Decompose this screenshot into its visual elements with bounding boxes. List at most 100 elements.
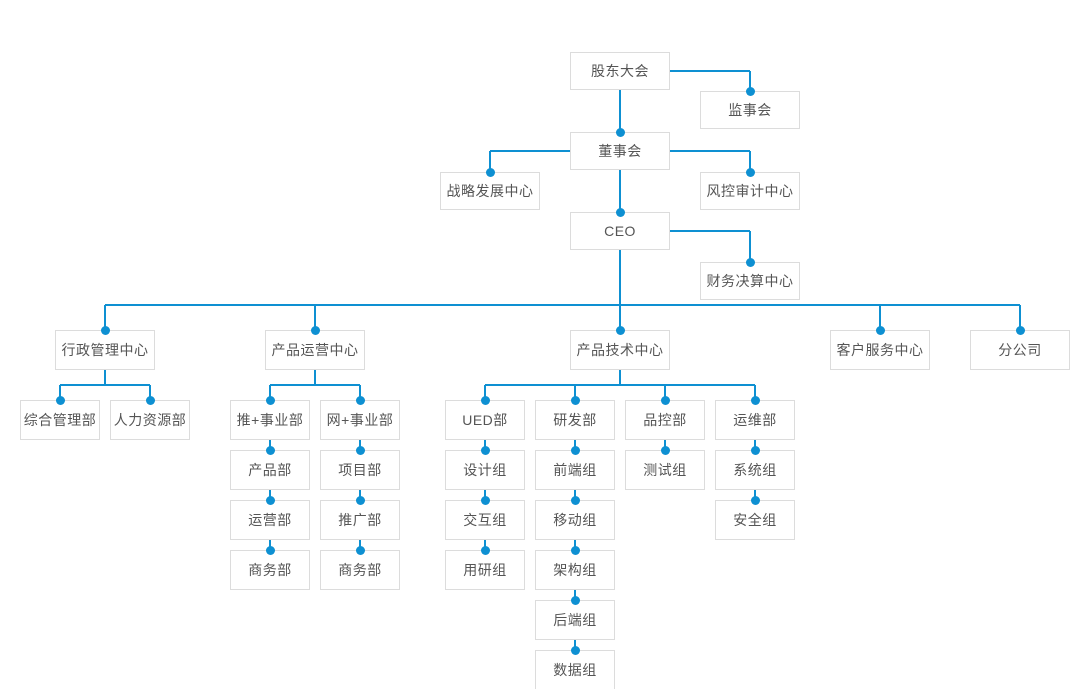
org-node-label-test-group: 测试组 <box>643 462 687 478</box>
org-node-push-bu[interactable]: 推+事业部 <box>230 400 310 440</box>
dot-business-dept-1 <box>265 545 275 555</box>
dot-research-group <box>480 545 490 555</box>
dot-design-group <box>480 445 490 455</box>
org-node-label-devops-dept: 运维部 <box>733 412 777 428</box>
org-node-label-ued-dept: UED部 <box>462 412 508 428</box>
org-node-ceo[interactable]: CEO <box>570 212 670 250</box>
org-node-promotion-dept[interactable]: 推广部 <box>320 500 400 540</box>
dot-promotion-dept <box>355 495 365 505</box>
dot-general-admin <box>55 395 65 405</box>
org-node-rd-dept[interactable]: 研发部 <box>535 400 615 440</box>
dot-operation-dept <box>265 495 275 505</box>
org-node-label-business-dept-1: 商务部 <box>248 562 292 578</box>
org-node-label-backend-group: 后端组 <box>553 612 597 628</box>
dot-qa-dept <box>660 395 670 405</box>
org-node-qa-dept[interactable]: 品控部 <box>625 400 705 440</box>
dot-data-group <box>570 645 580 655</box>
org-node-security-group[interactable]: 安全组 <box>715 500 795 540</box>
org-node-risk-audit-center[interactable]: 风控审计中心 <box>700 172 800 210</box>
org-node-label-strategy-center: 战略发展中心 <box>446 183 534 199</box>
org-node-label-interaction-group: 交互组 <box>463 512 507 528</box>
org-node-label-push-bu: 推+事业部 <box>236 412 304 428</box>
org-node-label-mobile-group: 移动组 <box>553 512 597 528</box>
dot-finance <box>745 257 755 267</box>
org-node-label-ops-center: 产品运营中心 <box>271 342 359 358</box>
org-node-ued-dept[interactable]: UED部 <box>445 400 525 440</box>
org-node-business-dept-2[interactable]: 商务部 <box>320 550 400 590</box>
dot-rd-dept <box>570 395 580 405</box>
org-node-label-board: 董事会 <box>598 143 642 159</box>
org-node-label-project-dept: 项目部 <box>338 462 382 478</box>
org-node-business-dept-1[interactable]: 商务部 <box>230 550 310 590</box>
org-node-operation-dept[interactable]: 运营部 <box>230 500 310 540</box>
org-node-service-center[interactable]: 客户服务中心 <box>830 330 930 370</box>
dot-web-bu <box>355 395 365 405</box>
dot-tech-center <box>615 325 625 335</box>
dot-architecture-group <box>570 545 580 555</box>
org-node-general-admin[interactable]: 综合管理部 <box>20 400 100 440</box>
org-node-tech-center[interactable]: 产品技术中心 <box>570 330 670 370</box>
org-node-label-shareholders: 股东大会 <box>591 63 649 79</box>
org-node-admin-center[interactable]: 行政管理中心 <box>55 330 155 370</box>
org-node-label-risk-audit-center: 风控审计中心 <box>706 183 794 199</box>
org-node-backend-group[interactable]: 后端组 <box>535 600 615 640</box>
org-node-system-group[interactable]: 系统组 <box>715 450 795 490</box>
org-node-project-dept[interactable]: 项目部 <box>320 450 400 490</box>
org-node-mobile-group[interactable]: 移动组 <box>535 500 615 540</box>
org-node-research-group[interactable]: 用研组 <box>445 550 525 590</box>
dot-security-group <box>750 495 760 505</box>
org-node-label-promotion-dept: 推广部 <box>338 512 382 528</box>
dot-service-center <box>875 325 885 335</box>
org-node-human-resources[interactable]: 人力资源部 <box>110 400 190 440</box>
org-node-label-rd-dept: 研发部 <box>553 412 597 428</box>
dot-system-group <box>750 445 760 455</box>
org-node-design-group[interactable]: 设计组 <box>445 450 525 490</box>
org-node-label-supervisors: 监事会 <box>728 102 772 118</box>
org-node-label-data-group: 数据组 <box>553 662 597 678</box>
dot-project-dept <box>355 445 365 455</box>
org-node-shareholders[interactable]: 股东大会 <box>570 52 670 90</box>
org-node-devops-dept[interactable]: 运维部 <box>715 400 795 440</box>
dot-branch-company <box>1015 325 1025 335</box>
org-node-data-group[interactable]: 数据组 <box>535 650 615 689</box>
dot-business-dept-2 <box>355 545 365 555</box>
org-node-frontend-group[interactable]: 前端组 <box>535 450 615 490</box>
org-node-web-bu[interactable]: 网+事业部 <box>320 400 400 440</box>
dot-supervisors <box>745 86 755 96</box>
org-node-label-human-resources: 人力资源部 <box>113 412 187 428</box>
dot-push-bu <box>265 395 275 405</box>
org-node-finance-center[interactable]: 财务决算中心 <box>700 262 800 300</box>
dot-mobile-group <box>570 495 580 505</box>
org-node-test-group[interactable]: 测试组 <box>625 450 705 490</box>
org-node-supervisors[interactable]: 监事会 <box>700 91 800 129</box>
org-node-strategy-center[interactable]: 战略发展中心 <box>440 172 540 210</box>
org-node-label-web-bu: 网+事业部 <box>326 412 394 428</box>
org-node-label-security-group: 安全组 <box>733 512 777 528</box>
dot-admin-center <box>100 325 110 335</box>
dot-ceo <box>615 207 625 217</box>
org-node-label-design-group: 设计组 <box>463 462 507 478</box>
dot-product-dept <box>265 445 275 455</box>
org-node-board[interactable]: 董事会 <box>570 132 670 170</box>
org-node-architecture-group[interactable]: 架构组 <box>535 550 615 590</box>
dot-board <box>615 127 625 137</box>
org-node-ops-center[interactable]: 产品运营中心 <box>265 330 365 370</box>
dot-test-group <box>660 445 670 455</box>
org-node-label-admin-center: 行政管理中心 <box>61 342 149 358</box>
dot-interaction-group <box>480 495 490 505</box>
org-node-branch-company[interactable]: 分公司 <box>970 330 1070 370</box>
org-node-label-tech-center: 产品技术中心 <box>576 342 664 358</box>
org-node-label-frontend-group: 前端组 <box>553 462 597 478</box>
dot-strategy <box>485 167 495 177</box>
org-node-interaction-group[interactable]: 交互组 <box>445 500 525 540</box>
dot-ops-center <box>310 325 320 335</box>
org-node-label-research-group: 用研组 <box>463 562 507 578</box>
org-node-label-branch-company: 分公司 <box>998 342 1042 358</box>
org-node-label-ceo: CEO <box>604 223 636 239</box>
dot-backend-group <box>570 595 580 605</box>
org-node-product-dept[interactable]: 产品部 <box>230 450 310 490</box>
org-node-label-service-center: 客户服务中心 <box>836 342 924 358</box>
dot-devops-dept <box>750 395 760 405</box>
dot-human-resources <box>145 395 155 405</box>
